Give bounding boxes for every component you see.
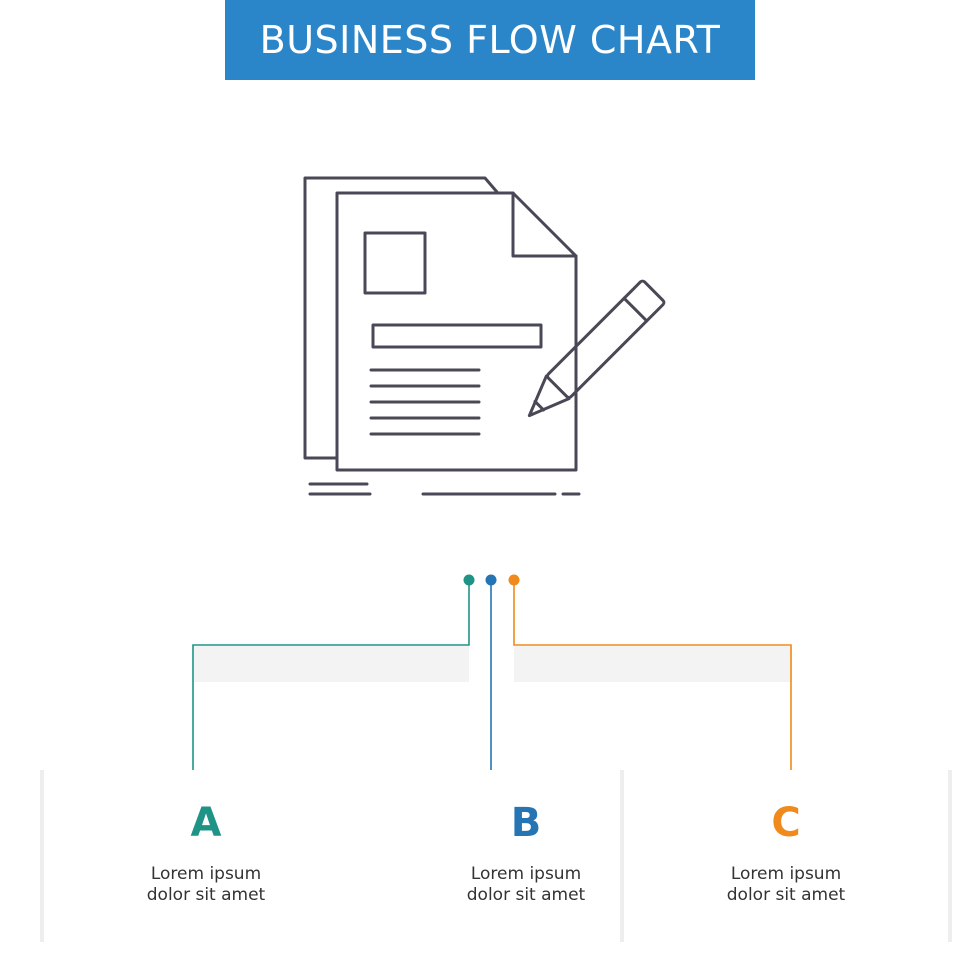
step-text-b: Lorem ipsum dolor sit amet [364,864,688,906]
document-pencil-icon [303,176,666,496]
step-text-c-line1: Lorem ipsum [730,864,842,884]
connector-a [192,582,470,780]
step-letter-b: B [510,800,542,846]
step-text-c-line2: dolor sit amet [726,885,846,905]
step-text-a-line1: Lorem ipsum [150,864,262,884]
connector-dot-b [485,574,497,586]
connector-dot-a [463,574,475,586]
step-text-b-line1: Lorem ipsum [470,864,582,884]
page-title: BUSINESS FLOW CHART [259,18,721,62]
title-banner: BUSINESS FLOW CHART [225,0,755,80]
step-letter-a: A [190,800,222,846]
step-card-a: A Lorem ipsum dolor sit amet [40,770,372,942]
connector-c [513,582,792,780]
step-text-a: Lorem ipsum dolor sit amet [44,864,368,906]
step-text-b-line2: dolor sit amet [466,885,586,905]
step-text-a-line2: dolor sit amet [146,885,266,905]
step-card-c: C Lorem ipsum dolor sit amet [620,770,952,942]
step-letter-c: C [771,800,801,846]
connector-dot-c [508,574,520,586]
step-text-c: Lorem ipsum dolor sit amet [624,864,948,906]
